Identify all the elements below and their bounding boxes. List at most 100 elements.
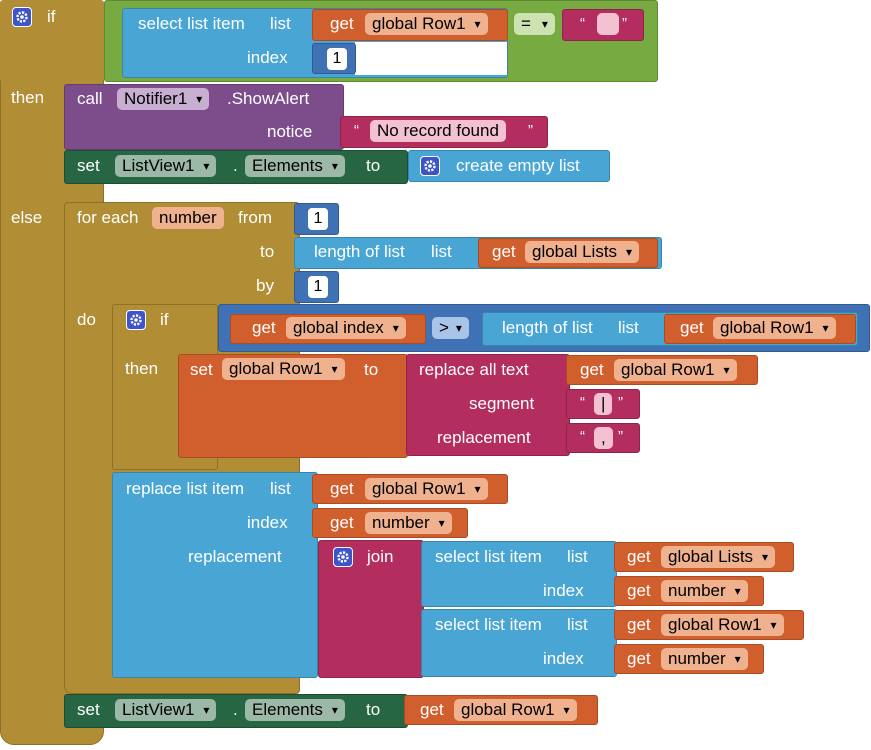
then-label: then <box>125 359 159 378</box>
elements-property-dropdown[interactable]: Elements <box>245 699 345 721</box>
quote-close: ” <box>618 428 623 445</box>
quote-open: “ <box>580 15 585 32</box>
notifier-component-dropdown[interactable]: Notifier1 <box>117 88 210 110</box>
pipe-text-value[interactable]: | <box>594 393 613 415</box>
length-of-list-label: length of list <box>502 318 593 337</box>
variable-dropdown[interactable]: number <box>661 580 748 602</box>
variable-dropdown[interactable]: global Row1 <box>713 317 836 339</box>
for-each-label: for each <box>77 208 139 227</box>
replace-list-item-label: replace list item <box>126 479 245 498</box>
equals-operator-dropdown[interactable]: = <box>514 13 555 35</box>
else-label: else <box>11 208 43 227</box>
list-label: list <box>618 318 639 337</box>
variable-dropdown[interactable]: number <box>365 512 452 534</box>
select-list-item-gap <box>355 42 507 75</box>
listview-component-dropdown[interactable]: ListView1 <box>115 155 217 177</box>
variable-dropdown[interactable]: global Row1 <box>222 358 345 380</box>
set-label: set <box>190 360 213 379</box>
from-label: from <box>238 208 272 227</box>
variable-dropdown[interactable]: global Row1 <box>365 478 488 500</box>
join-label: join <box>367 547 394 566</box>
call-label: call <box>77 89 103 108</box>
replace-all-text-block[interactable] <box>406 354 570 456</box>
replace-list-item-block[interactable] <box>112 472 318 678</box>
by-number-value[interactable]: 1 <box>308 276 328 298</box>
notice-label: notice <box>267 122 313 141</box>
do-label: do <box>77 310 96 329</box>
no-record-text-value[interactable]: No record found <box>370 120 506 142</box>
get-label: get <box>492 242 516 261</box>
to-label: to <box>364 360 379 379</box>
select-list-item-row1-block[interactable] <box>421 609 617 677</box>
get-label: get <box>580 360 604 379</box>
variable-dropdown[interactable]: global Row1 <box>454 699 577 721</box>
quote-open: “ <box>580 428 585 445</box>
get-label: get <box>252 318 276 337</box>
then-label: then <box>11 88 45 107</box>
variable-dropdown[interactable]: number <box>661 648 748 670</box>
greater-operator-dropdown[interactable]: > <box>432 317 469 339</box>
length-of-list-label: length of list <box>314 242 405 261</box>
select-list-item-label: select list item <box>435 547 542 566</box>
to-label: to <box>260 242 275 261</box>
variable-dropdown[interactable]: global Row1 <box>365 13 488 35</box>
index-label: index <box>543 649 584 668</box>
segment-label: segment <box>469 394 535 413</box>
create-empty-list-label: create empty list <box>456 156 580 175</box>
create-empty-list-block[interactable] <box>408 150 610 182</box>
variable-dropdown[interactable]: global index <box>286 317 406 339</box>
to-label: to <box>366 700 381 719</box>
variable-dropdown[interactable]: global Lists <box>661 546 776 568</box>
list-label: list <box>567 547 588 566</box>
get-label: get <box>420 700 444 719</box>
show-alert-method: .ShowAlert <box>227 89 310 108</box>
number-value[interactable]: 1 <box>327 48 347 70</box>
list-label: list <box>270 14 291 33</box>
select-list-item-label: select list item <box>138 14 245 33</box>
quote-close: ” <box>622 15 627 32</box>
comma-text-value[interactable]: , <box>594 427 613 449</box>
to-label: to <box>366 156 381 175</box>
mutator-gear-icon[interactable] <box>333 547 353 567</box>
quote-close: ” <box>618 394 623 411</box>
replacement-label: replacement <box>188 547 282 566</box>
if-label: if <box>160 310 169 329</box>
empty-text-value[interactable] <box>597 13 619 35</box>
get-label: get <box>627 581 651 600</box>
loop-variable-name[interactable]: number <box>152 207 224 229</box>
get-label: get <box>330 513 354 532</box>
list-label: list <box>431 242 452 261</box>
variable-dropdown[interactable]: global Row1 <box>614 359 737 381</box>
list-label: list <box>567 615 588 634</box>
by-label: by <box>256 276 274 295</box>
quote-close: ” <box>528 122 533 139</box>
select-list-item-lists-block[interactable] <box>421 541 617 607</box>
dot-separator: . <box>233 700 238 719</box>
elements-property-dropdown[interactable]: Elements <box>245 155 345 177</box>
index-label: index <box>543 581 584 600</box>
quote-open: “ <box>580 394 585 411</box>
get-label: get <box>680 318 704 337</box>
replacement-label: replacement <box>437 428 531 447</box>
get-label: get <box>627 547 651 566</box>
get-label: get <box>330 479 354 498</box>
variable-dropdown[interactable]: global Row1 <box>661 614 784 636</box>
mutator-gear-icon[interactable] <box>420 156 440 176</box>
get-label: get <box>627 615 651 634</box>
mutator-gear-icon[interactable] <box>12 7 32 27</box>
dot-separator: . <box>233 156 238 175</box>
variable-dropdown[interactable]: global Lists <box>525 241 640 263</box>
quote-open: “ <box>354 122 359 139</box>
set-label: set <box>77 156 100 175</box>
mutator-gear-icon[interactable] <box>126 310 146 330</box>
index-label: index <box>247 513 288 532</box>
select-list-item-label: select list item <box>435 615 542 634</box>
from-number-value[interactable]: 1 <box>308 208 328 230</box>
get-label: get <box>627 649 651 668</box>
listview-component-dropdown[interactable]: ListView1 <box>115 699 217 721</box>
replace-all-text-label: replace all text <box>419 360 529 379</box>
set-label: set <box>77 700 100 719</box>
index-label: index <box>247 48 288 67</box>
list-label: list <box>270 479 291 498</box>
if-label: if <box>47 7 56 26</box>
